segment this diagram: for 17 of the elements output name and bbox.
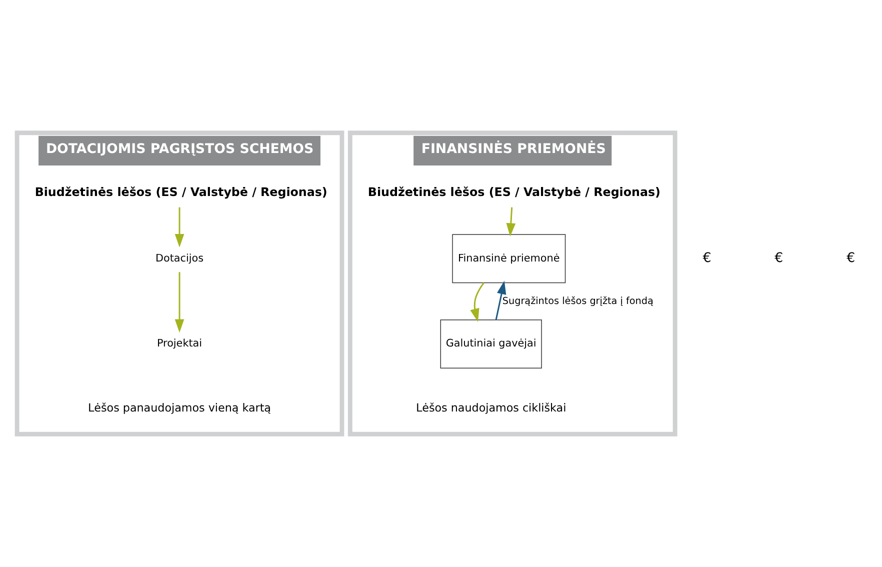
node-text: Lėšos naudojamos cikliškai (416, 401, 566, 414)
arrow (495, 280, 506, 320)
arrow (470, 282, 484, 322)
edge-label: Sugrąžintos lėšos grįžta į fondą (502, 296, 654, 307)
node-text: Lėšos panaudojamos vieną kartą (88, 401, 271, 414)
node-text: Biudžetinės lėšos (ES / Valstybė / Regionas) (368, 184, 660, 199)
arrow (174, 272, 184, 333)
arrow (174, 207, 184, 248)
label: € (774, 250, 784, 266)
label: € (846, 250, 856, 266)
label: € (702, 250, 712, 266)
node-box: Finansinė priemonė (452, 234, 566, 284)
node-text: Projektai (156, 338, 202, 350)
node-text: Dotacijos (156, 252, 204, 264)
node-text: Biudžetinės lėšos (ES / Valstybė / Regionas) (34, 184, 328, 199)
arrow (506, 207, 516, 237)
node-box: Galutiniai gavėjai (440, 319, 542, 368)
